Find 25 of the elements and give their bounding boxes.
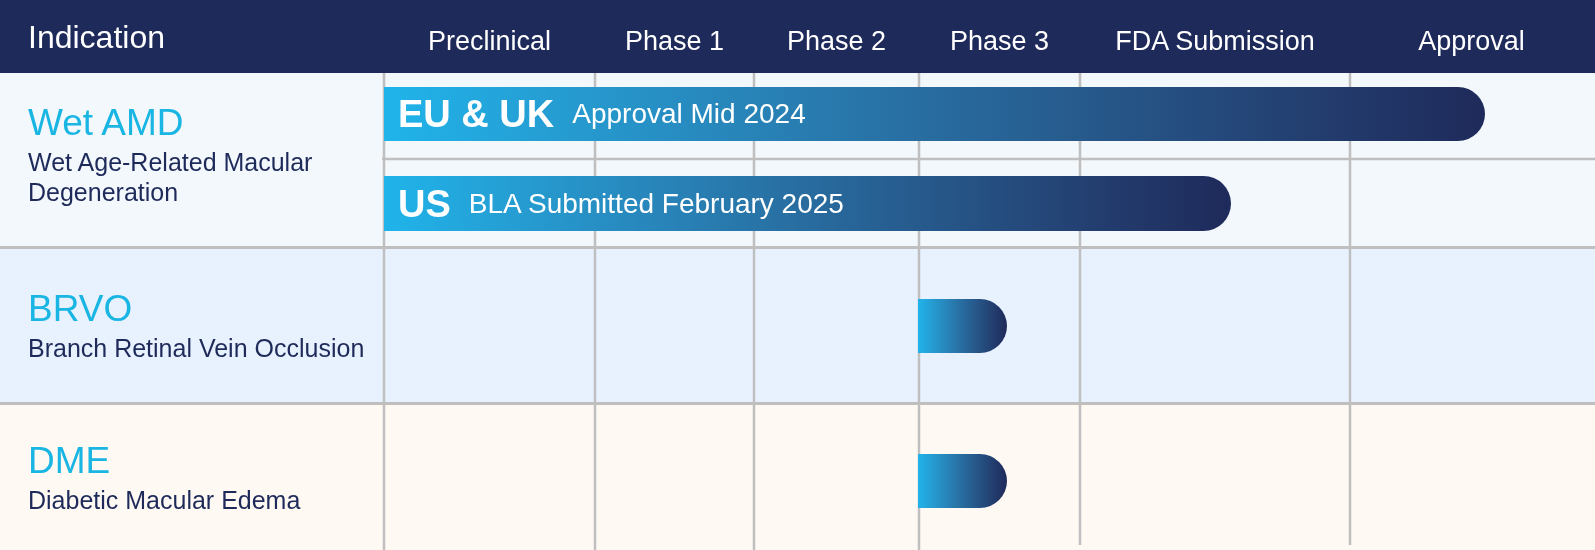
column-heading: Phase 1 — [624, 28, 725, 55]
header-bar — [0, 0, 1595, 73]
status-text: Approval Mid 2024 — [572, 100, 806, 128]
indication-row — [0, 246, 1595, 402]
region-label: EU & UK — [398, 95, 555, 133]
column-heading: Phase 2 — [786, 28, 887, 55]
column-heading: FDA Submission — [1115, 28, 1315, 55]
progress-bar — [384, 87, 1485, 141]
progress-bar — [918, 299, 1007, 353]
column-heading: Indication — [28, 21, 165, 53]
indication-description: Branch Retinal Vein Occlusion — [28, 332, 365, 363]
indication-name: DME — [28, 440, 111, 481]
indication-name: Wet AMD — [28, 102, 184, 143]
region-label: US — [398, 184, 451, 223]
indication-name: BRVO — [28, 288, 133, 329]
column-heading: Approval — [1418, 28, 1525, 55]
indication-description: Diabetic Macular Edema — [28, 484, 301, 515]
status-text: BLA Submitted February 2025 — [468, 189, 844, 218]
progress-bar — [384, 176, 1231, 231]
column-heading: Phase 3 — [949, 28, 1050, 55]
indication-description: Wet Age-Related Macular Degeneration — [28, 146, 314, 207]
column-heading: Preclinical — [428, 28, 551, 55]
progress-bar — [918, 454, 1007, 508]
indication-row — [0, 402, 1595, 550]
indication-row — [0, 73, 1595, 246]
